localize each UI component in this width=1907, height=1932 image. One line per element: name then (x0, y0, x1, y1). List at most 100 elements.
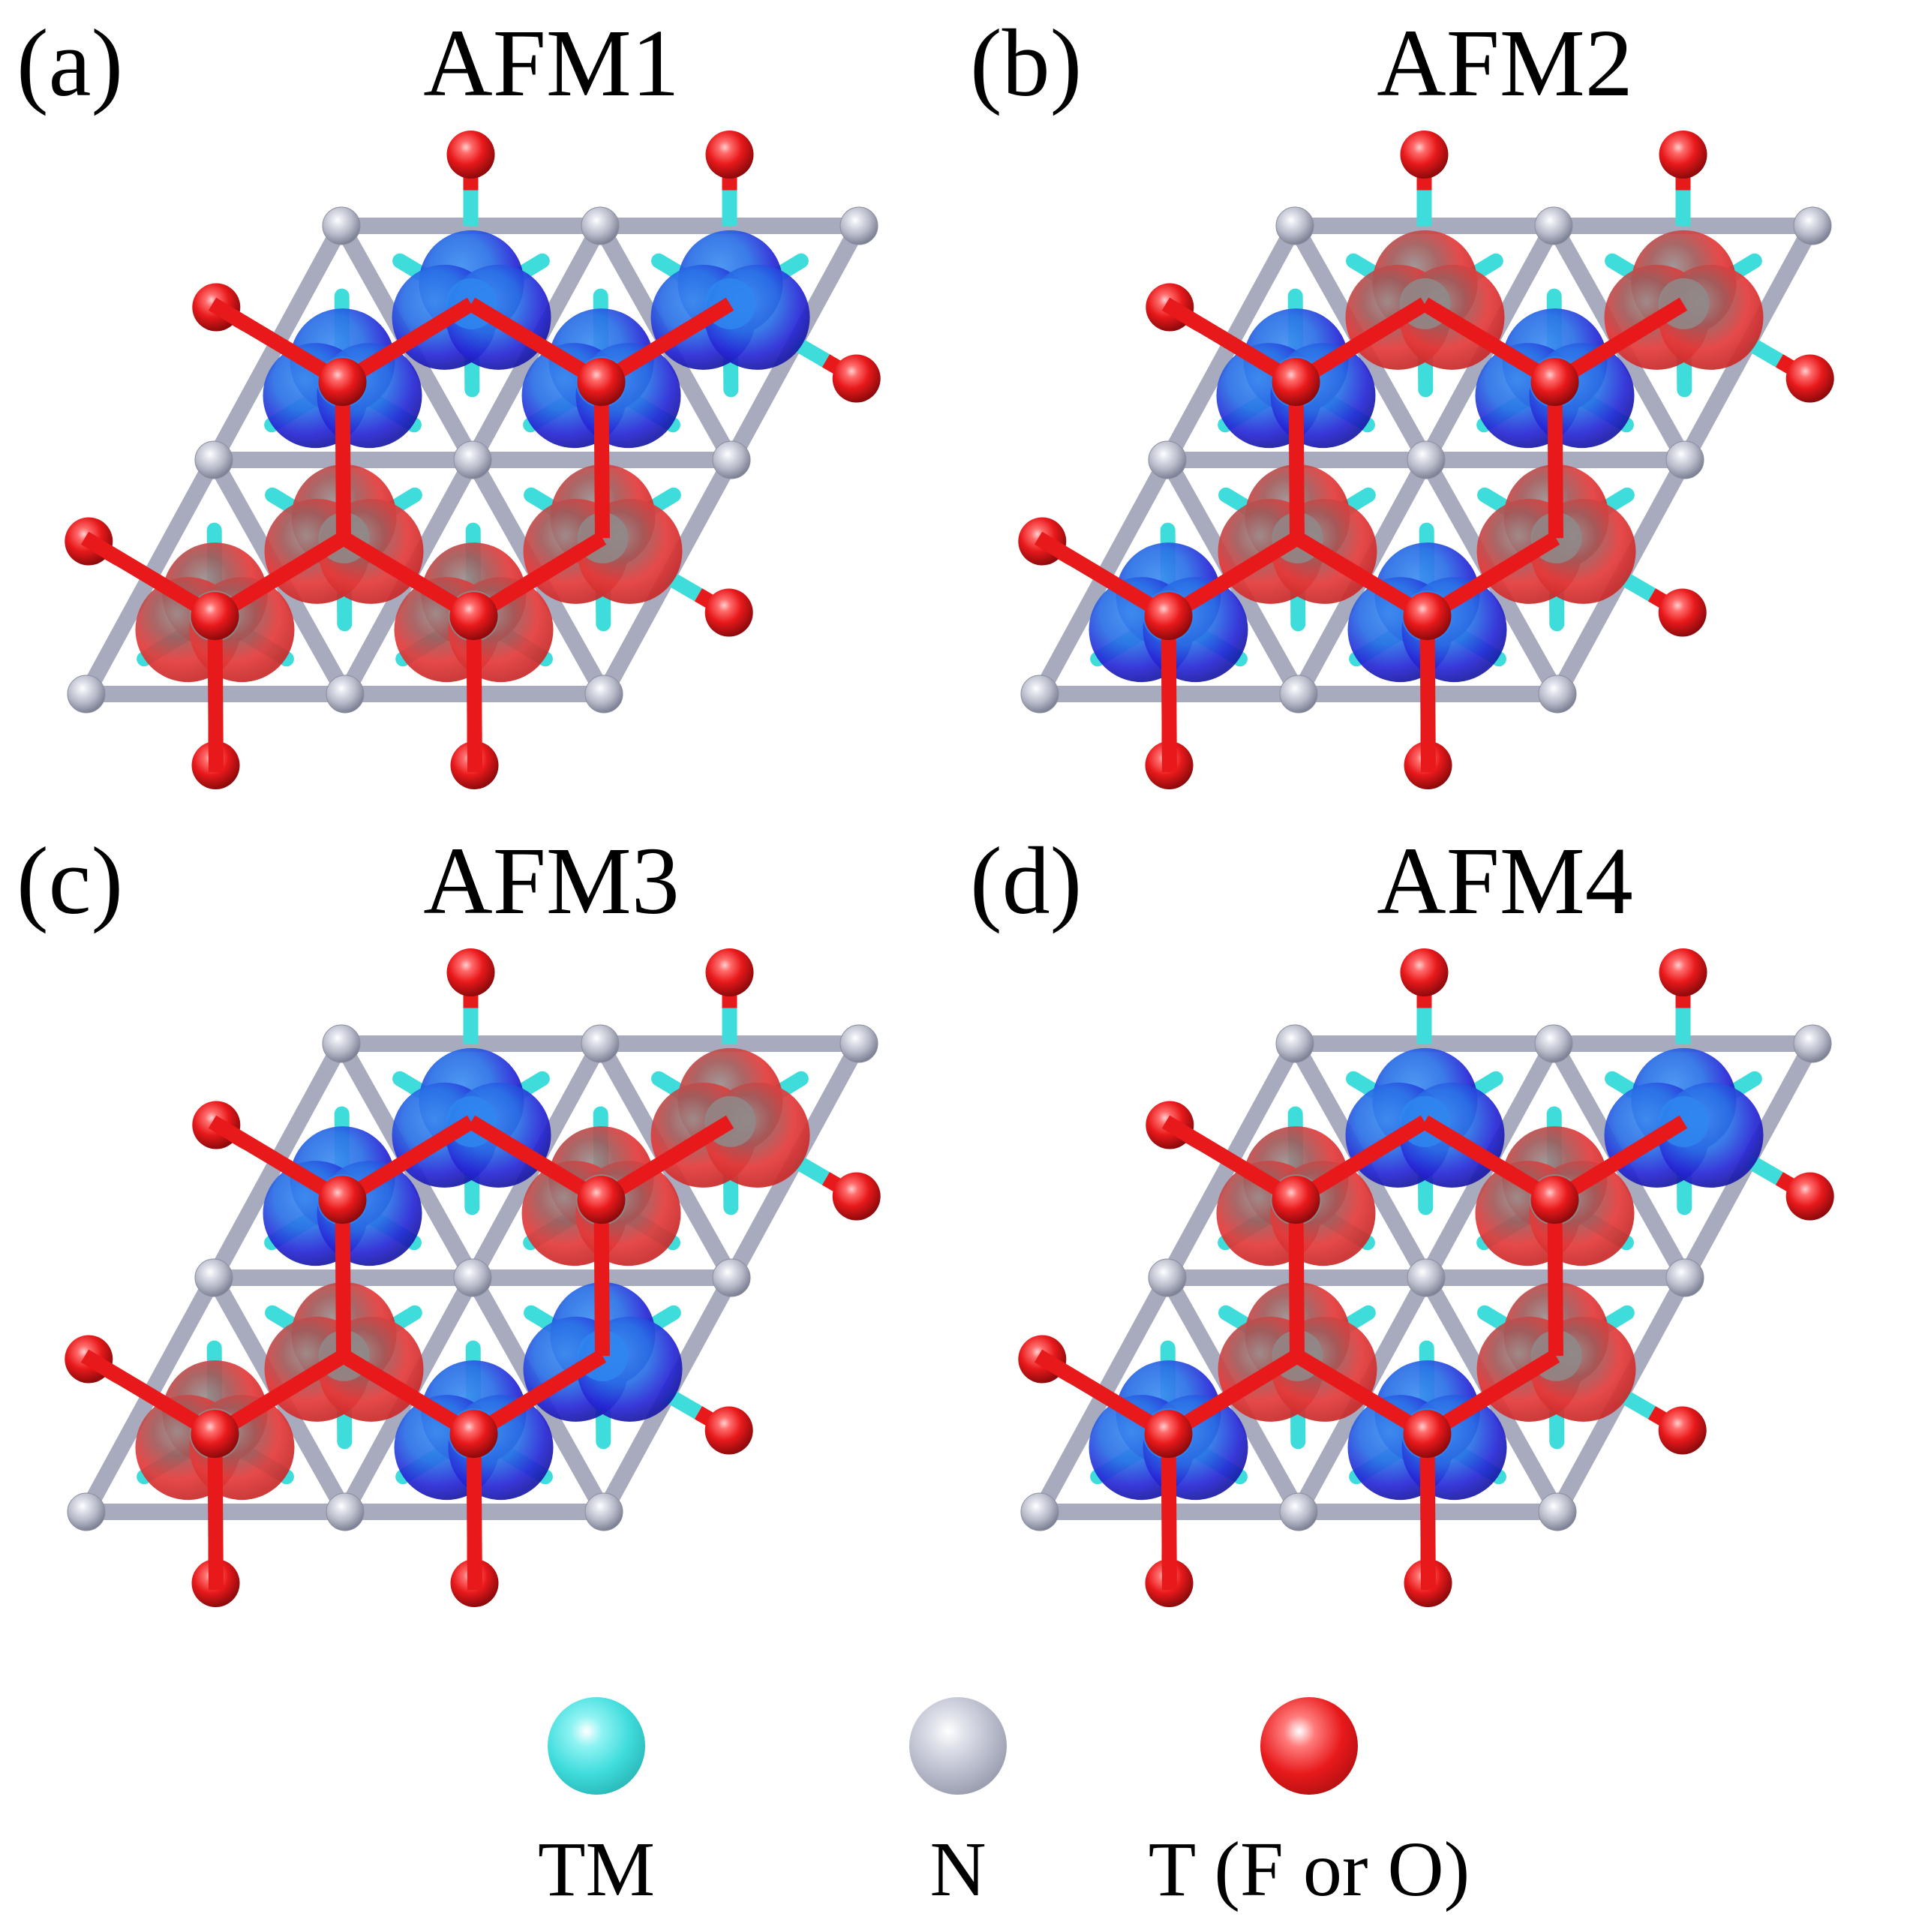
t-tm-bond (1164, 1349, 1302, 1441)
top-t-atoms (1034, 297, 1688, 773)
t-tm-bond (1292, 1115, 1429, 1206)
n-atom (326, 1492, 365, 1531)
n-atom (1793, 206, 1832, 245)
legend-label-t: T (F or O) (1148, 1826, 1470, 1912)
t-tm-bond (467, 1115, 605, 1206)
t-atom (1272, 358, 1320, 407)
t-tm-bond (470, 531, 607, 623)
t-tm-bond (80, 1349, 219, 1441)
n-atom (1538, 675, 1577, 714)
t-tm-bond (1293, 1349, 1431, 1441)
t-tm-bond (339, 531, 478, 623)
n-atom (1275, 206, 1314, 245)
n-atom (839, 1024, 878, 1063)
t-tm-bond (470, 1349, 607, 1441)
n-atom (1665, 1258, 1704, 1297)
t-tm-bond (1034, 1349, 1173, 1441)
t-tm-bond (339, 1349, 478, 1441)
n-atom (1665, 440, 1704, 479)
n-atoms (1020, 1024, 1832, 1531)
t-tm-bond (466, 1434, 482, 1591)
t-tm-bond (1420, 297, 1559, 389)
t-atom (832, 1172, 881, 1221)
n-atom (453, 1258, 492, 1297)
t-tm-bond (1034, 531, 1173, 623)
n-atom (1279, 675, 1318, 714)
n-atom (712, 440, 751, 479)
n-atom (712, 1258, 751, 1297)
n-atom (1020, 675, 1059, 714)
spin-down-lobe (650, 230, 810, 370)
n-atom (1538, 1492, 1577, 1531)
top-t-atoms (80, 1115, 734, 1591)
panel-title: AFM1 (423, 10, 680, 116)
afm2-structure-diagram (1018, 131, 1834, 789)
n-atoms (67, 206, 878, 714)
t-tm-bond (1161, 616, 1177, 773)
n-atom (1534, 1024, 1573, 1063)
t-tm-bond (80, 531, 219, 623)
n-atom (194, 1258, 233, 1297)
t-atom (318, 1176, 367, 1224)
t-atom (1403, 592, 1452, 641)
t-tm-bond (1161, 1115, 1300, 1206)
t-atom (705, 131, 754, 179)
n-atom (584, 675, 623, 714)
t-atom (1659, 948, 1707, 996)
spin-down-lobe (392, 230, 551, 370)
top-t-atoms (1034, 1115, 1688, 1591)
n-atom (1534, 206, 1573, 245)
t-atom (449, 1410, 498, 1459)
t-tm-bond (335, 382, 351, 539)
t-tm-bond (1420, 1115, 1559, 1206)
t-tm-bond (1419, 616, 1436, 773)
n-atom (453, 440, 492, 479)
panel-title: AFM4 (1377, 828, 1633, 934)
n-atoms (1020, 206, 1832, 714)
t-atom (577, 1176, 626, 1224)
spin-up-lobe (650, 1047, 810, 1188)
t-atom (446, 948, 495, 996)
t-tm-bond (597, 1115, 734, 1206)
top-t-atoms (80, 297, 734, 773)
t-tm-bond (1547, 382, 1563, 539)
t-atom (1144, 1410, 1193, 1459)
panel-title: AFM3 (423, 828, 680, 934)
t-atom (1658, 588, 1707, 637)
t-tm-bond (1423, 1349, 1560, 1441)
t-tm-bond (1419, 1434, 1436, 1591)
t-atom (1785, 1172, 1834, 1221)
t-tm-bond (1292, 297, 1429, 389)
n-atom (1279, 1492, 1318, 1531)
t-atom (1530, 1176, 1579, 1224)
t-atom (704, 1406, 753, 1455)
t-tm-bond (211, 531, 348, 623)
spin-down-lobe (1604, 1047, 1764, 1188)
afm4-structure-diagram (1018, 948, 1834, 1607)
spin-down-lobe (1345, 1047, 1505, 1188)
t-atom (1659, 131, 1707, 179)
t-atom (1530, 358, 1579, 407)
n-atom (1275, 1024, 1314, 1063)
t-atom (577, 358, 626, 407)
panel-afm4: (d) AFM4 (954, 818, 1907, 1651)
t-atom (704, 588, 753, 637)
t-tm-bond (208, 297, 347, 389)
n-atom (322, 206, 361, 245)
n-atom (1148, 1258, 1187, 1297)
t-atom (832, 354, 881, 403)
t-atom (1400, 948, 1449, 996)
n-atom (1407, 1258, 1446, 1297)
n-atom (67, 675, 106, 714)
t-tm-bond (338, 297, 476, 389)
n-atom (1407, 440, 1446, 479)
t-tm-bond (338, 1115, 476, 1206)
t-atom (1144, 592, 1193, 641)
tm-atom-icon (548, 1697, 645, 1795)
panel-label: (a) (17, 10, 124, 116)
panel-label: (c) (17, 828, 124, 934)
legend-label-n: N (929, 1826, 987, 1912)
n-atom (1020, 1492, 1059, 1531)
t-tm-bond (1551, 297, 1688, 389)
panel-afm2: (b) AFM2 (954, 0, 1907, 818)
